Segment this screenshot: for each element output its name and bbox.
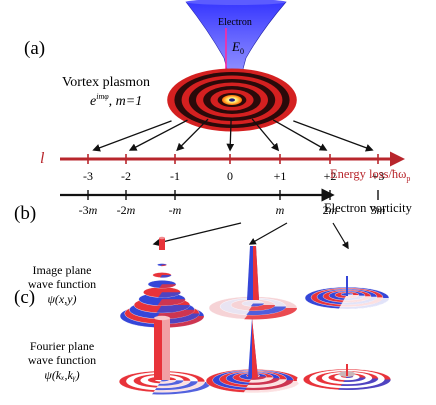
energy-tick-label: +1 — [274, 169, 287, 183]
energy-tick-label: 0 — [227, 169, 233, 183]
fan-arrow — [251, 118, 280, 152]
vorticity-axis-ticks: -3m -2m -m m 2m 3m — [79, 190, 386, 217]
fourier-plane-surface-3m — [296, 364, 398, 393]
fan-arrow — [293, 120, 374, 152]
energy-tick-label: +3 — [372, 169, 385, 183]
vorticity-axis-label: Electron vorticity — [324, 201, 413, 215]
energy-axis-ticks: -3 -2 -1 0 +1 +2 +3 — [83, 154, 384, 183]
energy-axis-label: Energy loss/ħωp — [330, 167, 410, 183]
surface-peak — [159, 238, 165, 250]
vorticity-tick-label: -m — [169, 203, 182, 217]
plasmon-formula: eimφ, m=1 — [90, 92, 142, 109]
plasmon-title: Vortex plasmon — [62, 75, 150, 90]
fan-arrow — [226, 118, 235, 152]
surface-phase-sector — [157, 299, 186, 306]
surface-spike-half — [253, 246, 259, 300]
surface-phase-sector — [159, 284, 176, 289]
vorticity-tick-label: -2m — [117, 203, 136, 217]
row-b-line-1: Image plane — [33, 263, 92, 277]
vorticity-tick-label: m — [276, 203, 285, 217]
fourier-plane-surface-2m — [205, 318, 301, 393]
vorticity-tick-label: 3m — [371, 203, 386, 217]
panel-label-b: (b) — [14, 203, 36, 224]
energy-tick-label: -1 — [170, 169, 180, 183]
surface-spike-half — [252, 318, 258, 378]
row-b-line-3: ψ(x,y) — [47, 292, 76, 306]
row-c-line-1: Fourier plane — [30, 339, 94, 353]
surface-phase-sector — [161, 264, 167, 267]
energy-tick-label: -2 — [121, 169, 131, 183]
panel-label-a: (a) — [24, 38, 45, 59]
fan-arrow — [272, 119, 328, 151]
row-c-line-2: wave function — [28, 353, 96, 367]
beam-label: Electron — [218, 17, 252, 28]
surface-phase-sector — [160, 379, 170, 382]
surface-phase-sector — [156, 305, 190, 313]
surface-pillar-shade — [162, 318, 170, 380]
energy-tick-label: -3 — [83, 169, 93, 183]
surface-phase-sector — [250, 303, 264, 307]
surface-phase-sector — [158, 292, 181, 298]
vortex-plasmon-disk — [167, 68, 297, 132]
vorticity-tick-label: 2m — [323, 203, 338, 217]
row-b-line-2: wave function — [28, 277, 96, 291]
surface-peak-top — [159, 236, 165, 240]
fan-arrow — [128, 119, 188, 151]
beam-energy: E0 — [231, 39, 244, 56]
fan-arrow — [176, 118, 209, 152]
row-b-arrows — [152, 222, 349, 250]
surface-pillar-top — [154, 315, 170, 321]
plasmon-center — [229, 98, 235, 102]
fan-arrow — [92, 120, 172, 152]
image-plane-surface-m — [119, 236, 205, 328]
vorticity-tick-label: -3m — [79, 203, 98, 217]
image-plane-surface-2m — [208, 246, 298, 320]
energy-axis-symbol: l — [40, 150, 45, 167]
panel-label-c: (c) — [14, 287, 35, 308]
fourier-plane-surface-m — [111, 315, 213, 395]
energy-tick-label: +2 — [324, 169, 337, 183]
row-c-line-3: ψ(kₓ,kᵧ) — [44, 368, 79, 382]
plasmon-to-energy-arrows — [92, 118, 374, 152]
surface-phase-sector — [160, 275, 172, 278]
image-plane-surface-3m — [304, 276, 390, 310]
